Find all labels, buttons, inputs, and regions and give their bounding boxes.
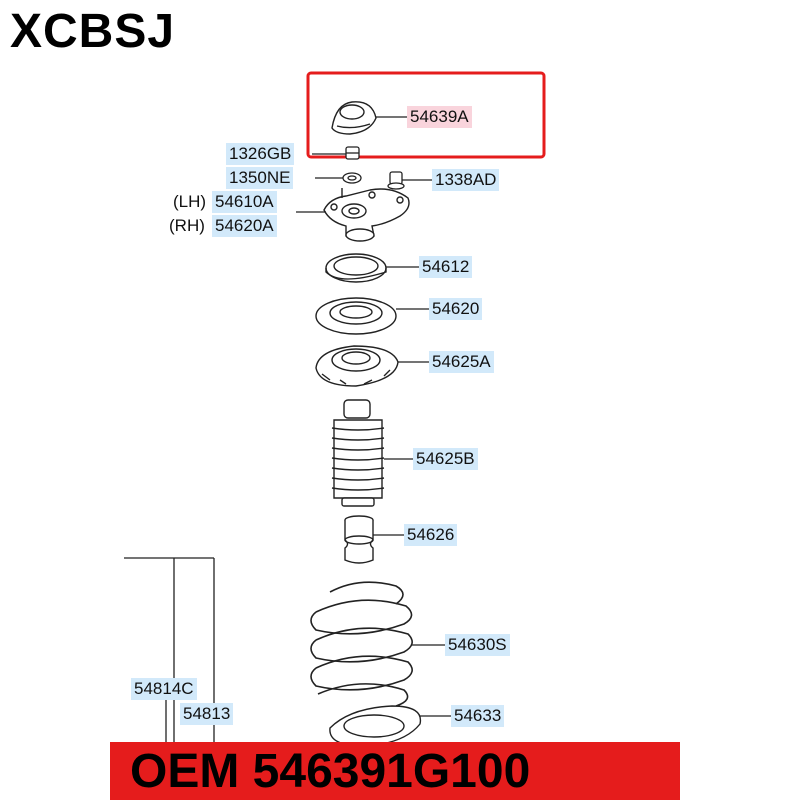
flange-nut-part [387, 171, 405, 190]
label-54610A: 54610A [212, 191, 277, 213]
label-rh-prefix: (RH) [169, 216, 205, 235]
spring-pad-part [315, 345, 399, 387]
bump-stop-part [344, 515, 374, 564]
label-54620: 54620 [429, 298, 483, 320]
label-54814C: 54814C [131, 678, 197, 700]
spring-seat-part [315, 297, 397, 335]
label-lh-prefix: (LH) [173, 192, 207, 211]
oem-number-text: OEM 546391G100 [130, 745, 531, 798]
label-54639A: 54639A [407, 106, 472, 128]
label-54813: 54813 [180, 703, 234, 725]
dust-cap-part [331, 101, 377, 135]
nut-part [345, 146, 360, 160]
label-1338AD: 1338AD [432, 169, 500, 191]
label-1350NE: 1350NE [226, 167, 294, 189]
label-54625A: 54625A [429, 351, 494, 373]
coil-spring-part [310, 581, 413, 707]
label-54633: 54633 [451, 705, 505, 727]
label-54612: 54612 [419, 256, 473, 278]
lower-spring-pad-part [329, 705, 422, 747]
label-1326GB: 1326GB [226, 143, 295, 165]
dust-boot-part [331, 399, 385, 507]
oem-banner [110, 742, 680, 800]
label-54626: 54626 [404, 524, 458, 546]
brand-logo-text: XCBSJ [10, 5, 176, 58]
label-54630S: 54630S [445, 634, 510, 656]
washer-part [342, 172, 362, 184]
highlight-box [306, 71, 546, 159]
strut-mount-part [323, 188, 410, 242]
bearing-part [325, 253, 387, 283]
label-54620A: 54620A [212, 215, 277, 237]
label-54625B: 54625B [413, 448, 478, 470]
